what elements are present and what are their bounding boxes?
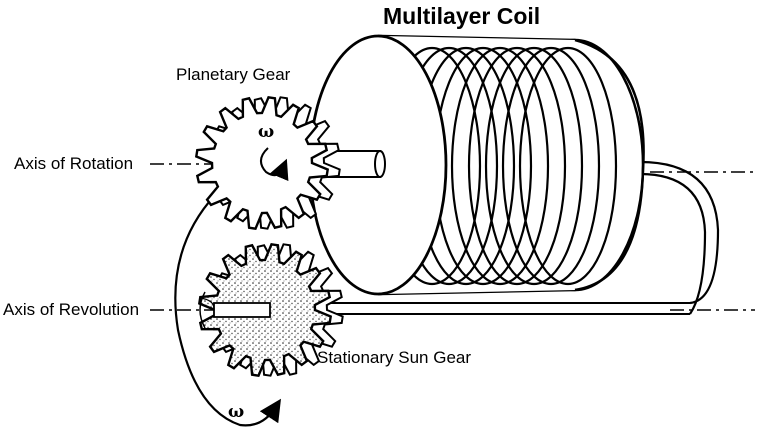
stationary-sun-gear-label: Stationary Sun Gear xyxy=(317,348,472,367)
axis-of-rotation-label: Axis of Rotation xyxy=(14,154,134,173)
diagram-title: Multilayer Coil xyxy=(383,3,541,29)
revolution-arrow xyxy=(174,194,281,427)
flying-lead-loop xyxy=(639,160,720,315)
revolution-shaft xyxy=(199,291,271,329)
planetary-gear-label: Planetary Gear xyxy=(176,65,291,84)
stationary-sun-gear xyxy=(197,242,344,378)
rotation-arrow xyxy=(260,147,289,182)
omega-revolution-label: ω xyxy=(228,402,245,422)
axis-of-revolution-label: Axis of Revolution xyxy=(3,300,140,319)
omega-rotation-label: ω xyxy=(258,122,275,142)
